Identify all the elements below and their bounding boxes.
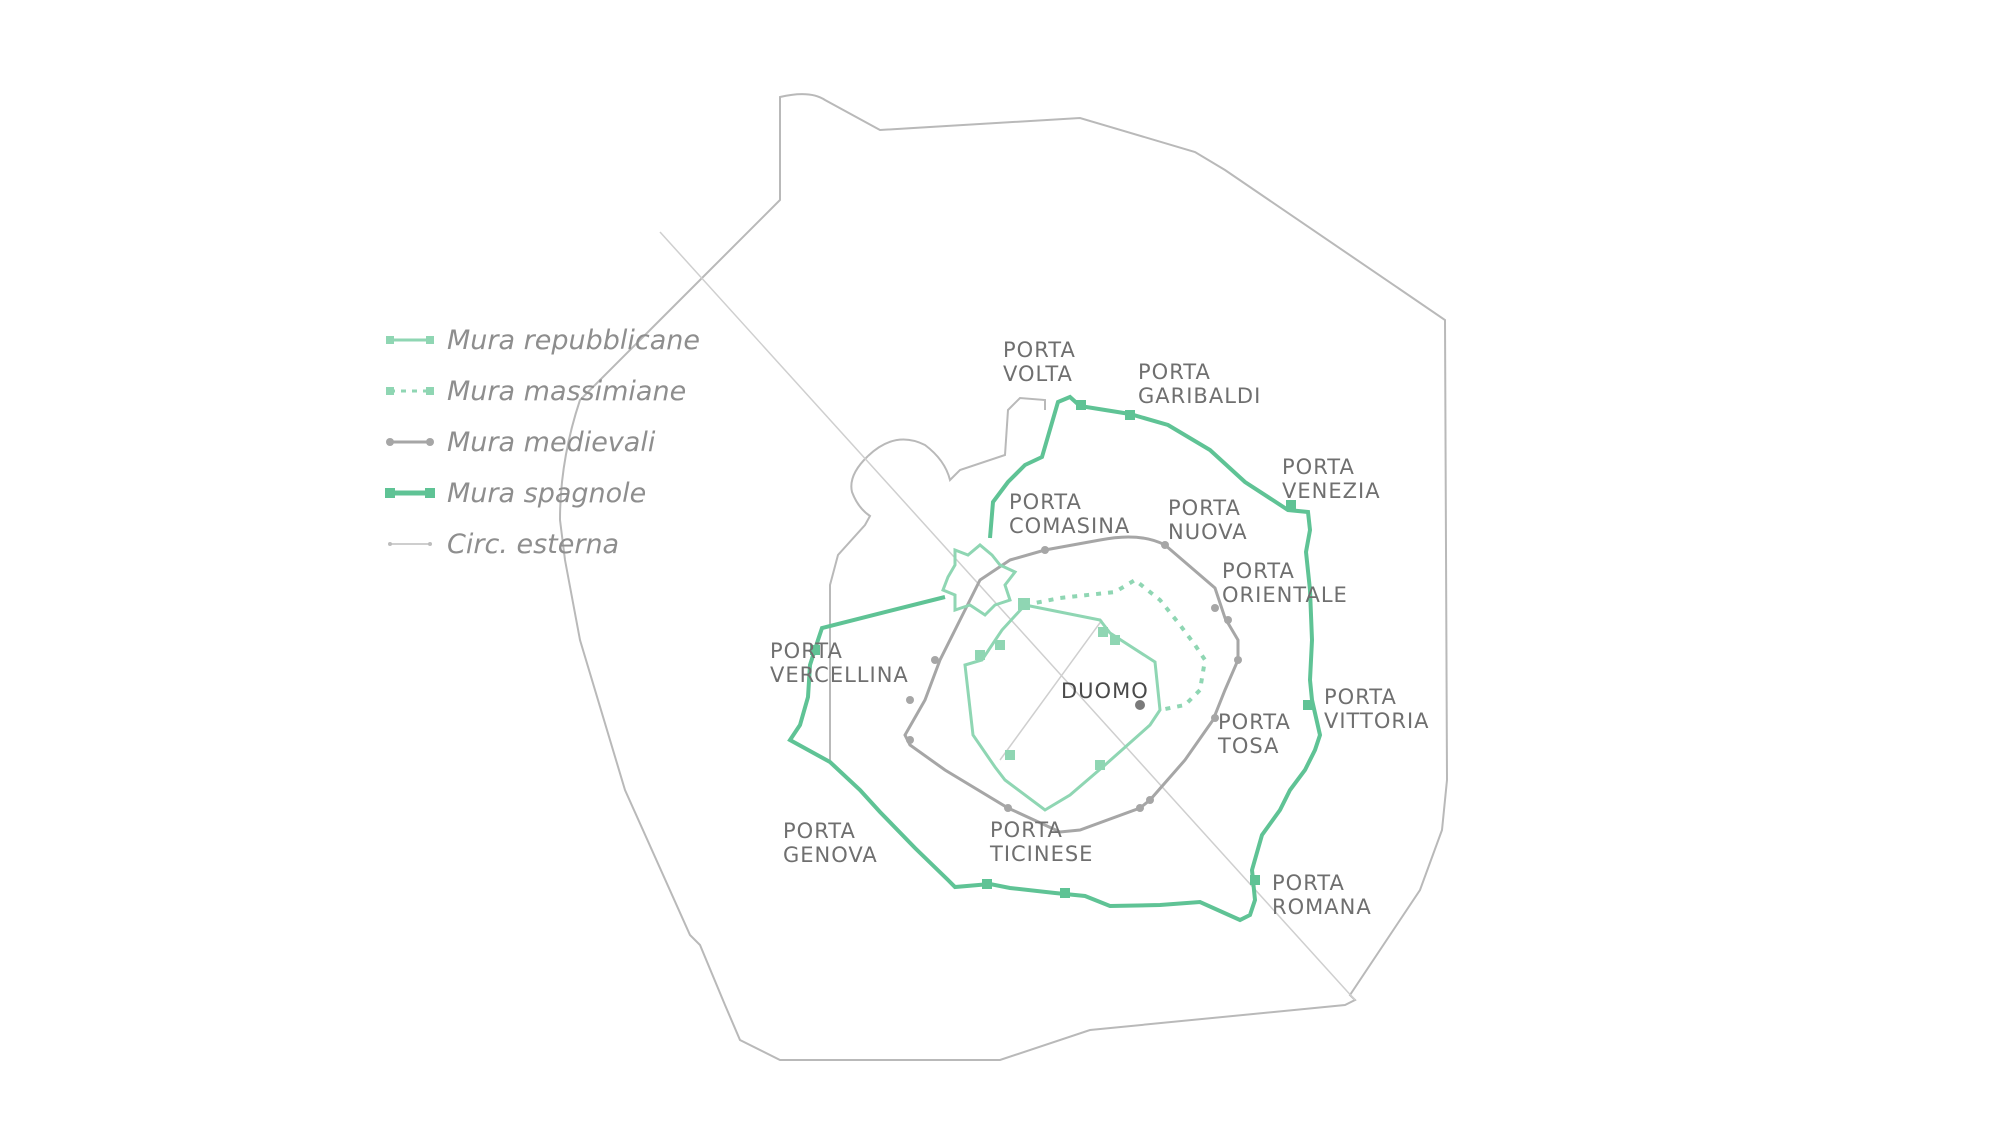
castello-sforzesco [941, 543, 1018, 617]
spanish-walls [787, 394, 1323, 923]
gate-label-line: PORTA [1324, 685, 1397, 709]
legend-item-spagnole: Mura spagnole [385, 478, 646, 509]
axis-nw-se [659, 231, 1356, 1001]
legend-symbol-repubblicane [386, 336, 434, 344]
legend-item-repubblicane: Mura repubblicane [386, 325, 700, 356]
gate-label-line: VERCELLINA [770, 663, 909, 687]
legend-symbol-spagnole [385, 488, 435, 498]
outer-ring-road [558, 93, 1449, 1061]
gate-label-line: PORTA [770, 639, 843, 663]
outer-bastion-arc [867, 396, 1046, 482]
gate-label-line: COMASINA [1009, 514, 1130, 538]
duomo-dot [1135, 700, 1145, 710]
legend-item-massimiane: Mura massimiane [386, 376, 686, 407]
legend-label-massimiane: Mura massimiane [447, 376, 686, 407]
gate-label-line: TOSA [1217, 734, 1279, 758]
gate-label-line: ORIENTALE [1222, 583, 1348, 607]
legend-label-repubblicane: Mura repubblicane [447, 325, 700, 356]
gate-label-line: VENEZIA [1282, 479, 1381, 503]
legend-symbol-massimiane [386, 387, 434, 395]
maximian-walls [1024, 577, 1208, 712]
gate-label-line: PORTA [1168, 496, 1241, 520]
legend-label-medievali: Mura medievali [447, 427, 656, 458]
gate-label-line: PORTA [990, 818, 1063, 842]
gate-label-line: GARIBALDI [1138, 384, 1261, 408]
gate-label-line: PORTA [1218, 710, 1291, 734]
outer-bastion-bulge [829, 455, 872, 760]
gate-label-line: VITTORIA [1324, 709, 1430, 733]
legend-item-medievali: Mura medievali [386, 427, 656, 458]
legend-item-esterna: Circ. esterna [388, 529, 619, 560]
duomo-label: DUOMO [1061, 679, 1149, 703]
gate-label-line: VOLTA [1003, 362, 1073, 386]
legend-label-esterna: Circ. esterna [447, 529, 619, 560]
gate-label-line: PORTA [1222, 559, 1295, 583]
gate-label-line: PORTA [783, 819, 856, 843]
legend-label-spagnole: Mura spagnole [447, 478, 646, 509]
gate-label-line: PORTA [1138, 360, 1211, 384]
spanish-gate-marks [810, 400, 1313, 898]
gate-label-line: TICINESE [989, 842, 1093, 866]
gate-label-line: PORTA [1003, 338, 1076, 362]
republican-walls [963, 603, 1162, 812]
gate-label-line: GENOVA [783, 843, 878, 867]
gate-label-line: PORTA [1282, 455, 1355, 479]
medieval-gate-dots [906, 541, 1242, 812]
gate-label-line: ROMANA [1272, 895, 1372, 919]
legend-symbol-medievali [386, 438, 434, 446]
republican-gate-marks [975, 598, 1120, 770]
gate-label-line: PORTA [1009, 490, 1082, 514]
legend-symbol-esterna [388, 542, 432, 546]
axis-ne-sw [999, 619, 1103, 761]
gate-label-line: PORTA [1272, 871, 1345, 895]
gate-label-line: NUOVA [1168, 520, 1248, 544]
